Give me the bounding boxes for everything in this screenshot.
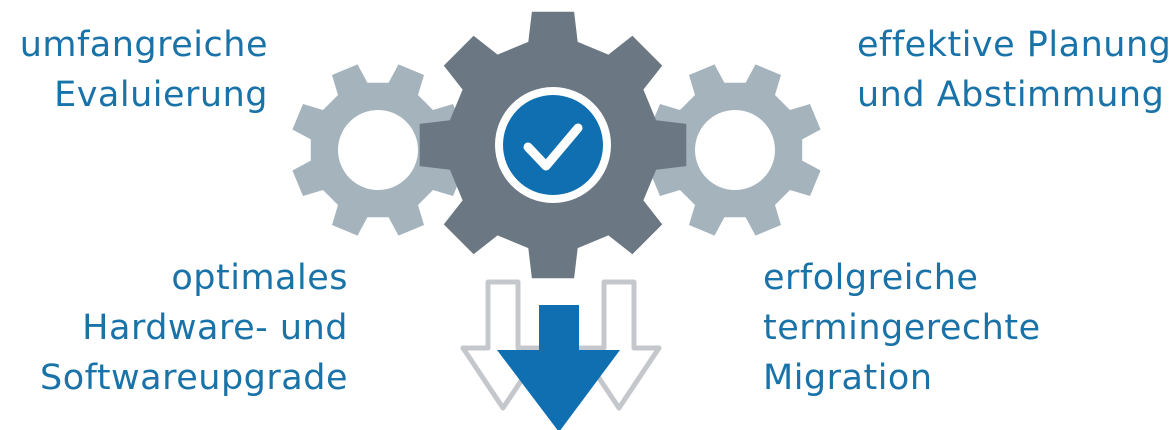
- gear-left-icon: [292, 64, 464, 236]
- label-line: effektive Planung: [857, 25, 1172, 65]
- gear-right-icon: [649, 64, 821, 236]
- label-migration: erfolgreiche termingerechte Migration: [763, 253, 1041, 403]
- label-line: termingerechte: [763, 308, 1041, 348]
- arrow-down-icon: [497, 305, 620, 430]
- label-line: und Abstimmung: [857, 75, 1165, 115]
- label-line: umfangreiche: [19, 25, 268, 65]
- label-line: Hardware- und: [82, 308, 348, 348]
- label-line: erfolgreiche: [763, 258, 979, 298]
- label-planning: effektive Planung und Abstimmung: [857, 20, 1171, 120]
- label-upgrade: optimales Hardware- und Softwareupgrade: [40, 253, 348, 403]
- label-line: optimales: [171, 258, 348, 298]
- arrow-outline-right-icon: [576, 279, 662, 411]
- label-line: Migration: [763, 358, 933, 398]
- label-evaluation: umfangreiche Evaluierung: [10, 20, 268, 120]
- checkmark-icon: [495, 87, 611, 203]
- label-line: Evaluierung: [54, 75, 268, 115]
- label-line: Softwareupgrade: [40, 358, 348, 398]
